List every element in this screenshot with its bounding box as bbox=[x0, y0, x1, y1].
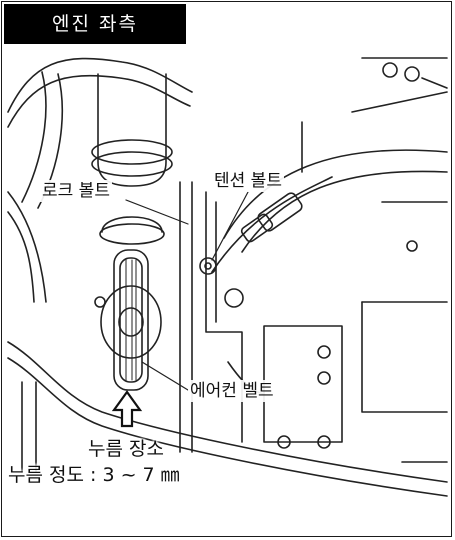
aircon-belt-label: 에어컨 벨트 bbox=[188, 380, 276, 402]
upper-hose bbox=[7, 57, 193, 113]
intake-duct bbox=[97, 73, 167, 187]
engine-block bbox=[263, 325, 343, 443]
leader-tension-bolt bbox=[211, 191, 249, 261]
tension-bolt-label: 텐션 볼트 bbox=[212, 170, 284, 192]
press-point-label: 누름 장소 bbox=[88, 438, 164, 460]
section-title: 엔진 좌측 bbox=[4, 4, 186, 44]
engine-drawing bbox=[7, 57, 448, 497]
leader-aircon-belt bbox=[141, 361, 189, 391]
lock-bolt-label: 로크 볼트 bbox=[40, 180, 112, 202]
leader-lock-bolt bbox=[125, 199, 189, 225]
aircon-belt-drawing bbox=[113, 249, 149, 391]
press-depth-label: 누름 정도 : 3 ~ 7 ㎜ bbox=[8, 464, 180, 486]
right-hose bbox=[223, 149, 448, 239]
up-arrow-outline-icon bbox=[111, 390, 143, 428]
